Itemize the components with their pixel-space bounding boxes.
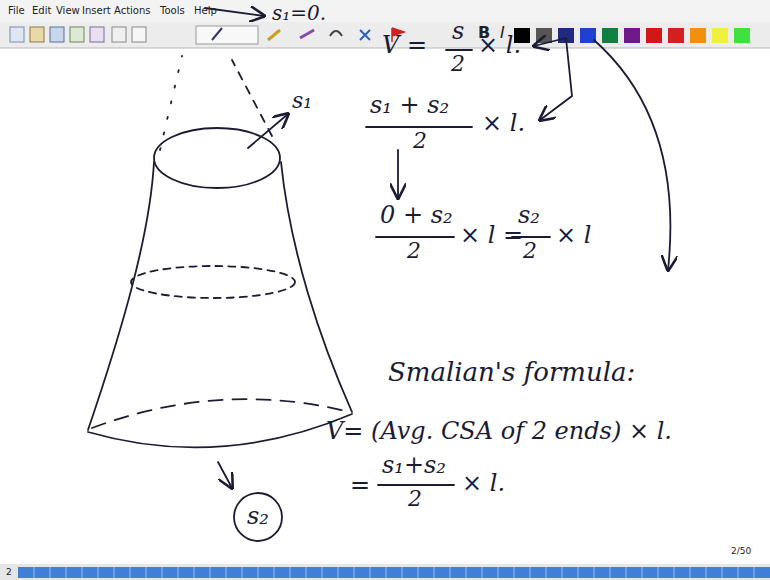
formula-text: s₂ [518,202,540,230]
formula-text: s₁+s₂ [382,452,446,480]
page-strip [0,564,770,580]
frustum-sketch [88,56,352,447]
menu-item: Help [194,5,217,17]
apex-dotted-line [160,56,182,150]
menu-item: Edit [32,5,51,17]
middle-section [131,266,295,298]
formula-text: 2 [451,51,465,76]
formula-text: = [350,472,370,500]
menu-item: Tools [160,5,185,17]
menu-bar [0,0,770,22]
menu-item: File [8,5,25,17]
formula-text: 2 [413,128,427,153]
bottom-back-edge [92,399,350,428]
node-label: s₂ [247,503,269,531]
leader-arrow [218,462,232,488]
menu-item: Actions [114,5,151,17]
formula-text: s₁ + s₂ [370,92,449,120]
formula-text: 0 + s₂ [380,202,453,230]
fraction-bar [446,49,472,51]
page-number: 2/50 [731,546,751,556]
leader-arrow [248,114,288,148]
heading: Smalian's formula: [388,358,635,388]
fraction-bar [378,484,454,486]
formula-text: s [452,18,464,46]
left-side [88,162,154,430]
formula-text: × l. [478,32,521,60]
formula-text: 2 [523,238,537,263]
annotations [205,8,670,488]
formula-text: s₁ [292,88,312,113]
fraction-bar [366,126,472,128]
page-strip-bar [18,567,770,578]
colour-palette [514,28,750,43]
formula-text: 2 [408,486,422,511]
bottom-front-edge [88,414,352,447]
formula-text: s₁=0. [272,2,326,25]
menu-item: View [56,5,80,17]
bracket-arrow [534,38,572,120]
down-arrow [397,150,399,198]
formula-text: V = [382,32,427,60]
circle-outline [234,493,282,541]
circled-symbol: s₂ [232,491,284,543]
curved-arrow [594,40,670,270]
apex-dashed-line [232,60,272,136]
page-number: 2 [6,567,12,577]
formula-text: × l = [460,222,523,250]
formula-text: × l. [462,470,505,498]
formula-text: × l. [482,110,525,138]
formula-text: V= (Avg. CSA of 2 ends) × l. [326,418,672,446]
formula-text: 2 [407,238,421,263]
toolbar-icons [10,26,404,44]
page-strip-ticks [34,567,754,578]
fraction-bar [376,236,454,238]
formula-text: × l [556,222,591,250]
menu-item: Insert [82,5,111,17]
